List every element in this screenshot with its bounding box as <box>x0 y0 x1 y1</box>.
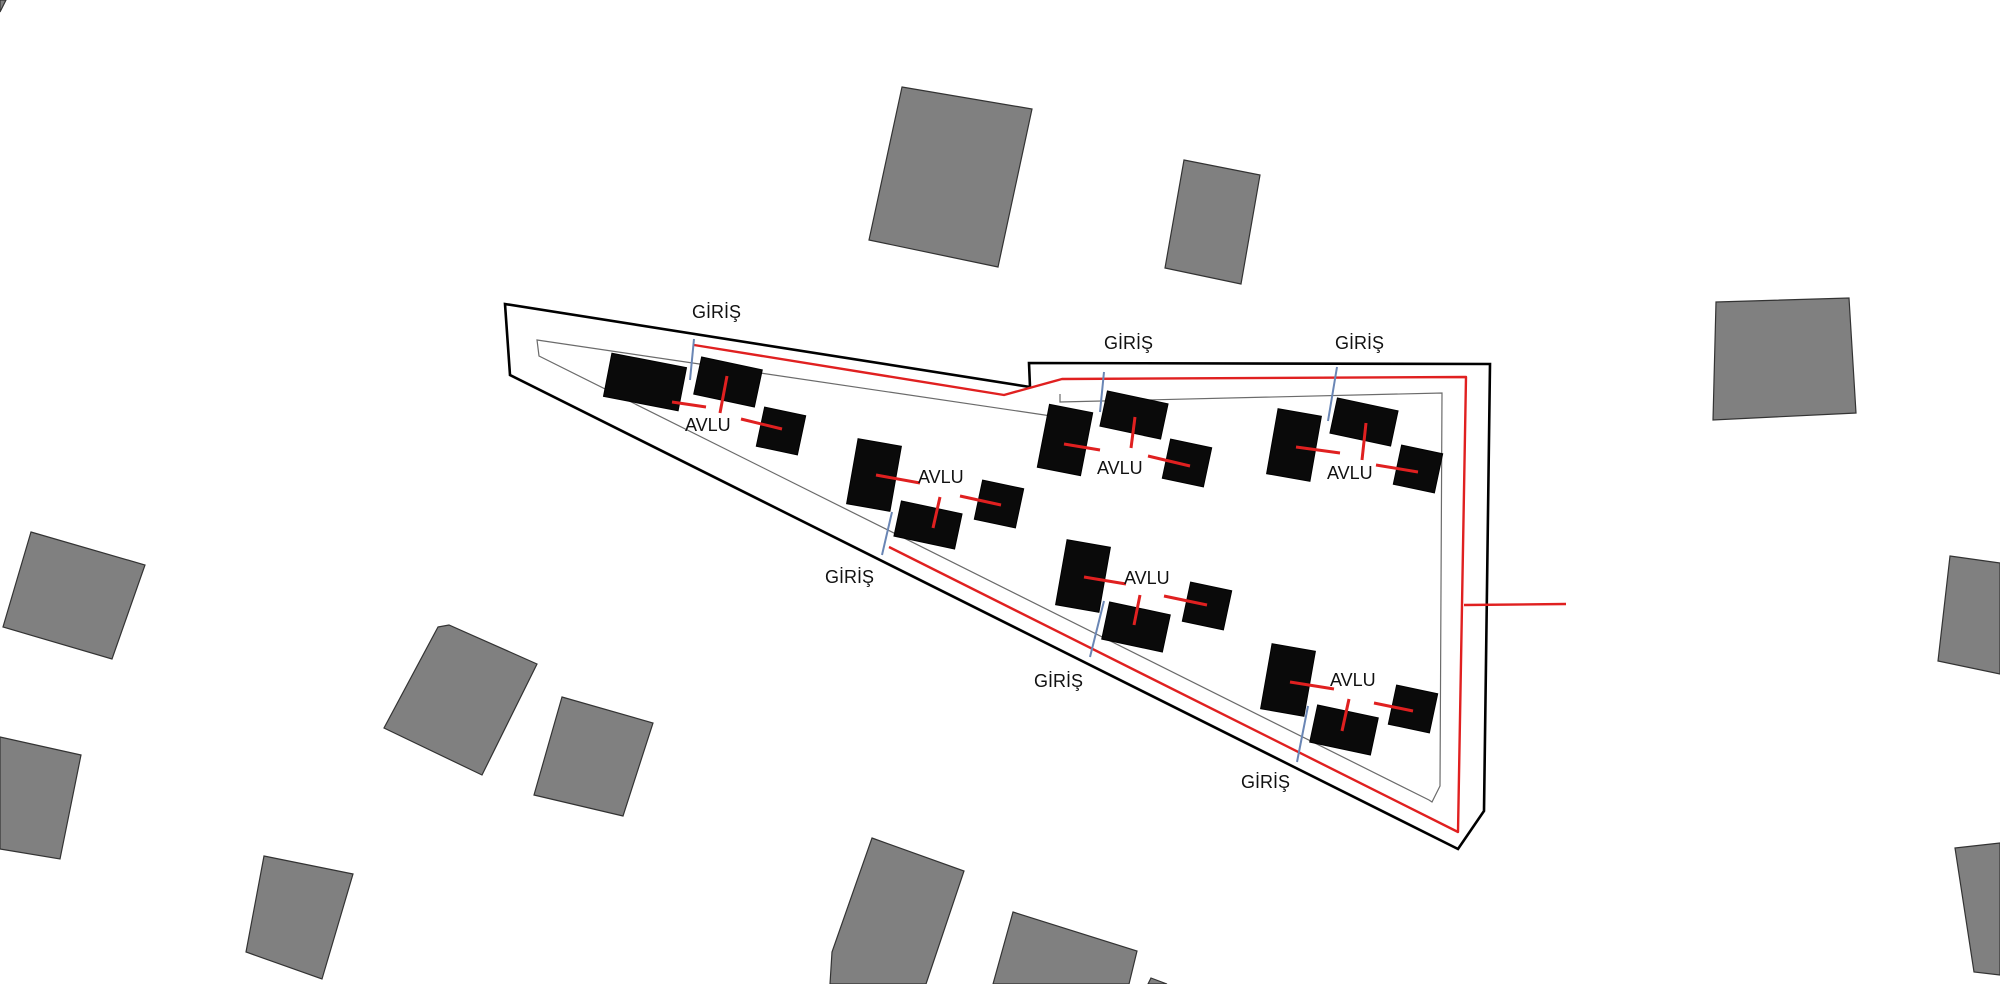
neighbor-building <box>1712 297 1857 421</box>
labels: GİRİŞ AVLU GİRİŞ AVLU GİRİŞ AVLU GİRİŞ A… <box>685 302 1384 792</box>
house-block <box>1329 397 1399 447</box>
courtyard-link <box>1063 442 1101 452</box>
house-block <box>1101 601 1171 653</box>
house-block <box>1309 704 1379 756</box>
neighbor-building <box>1147 977 1168 984</box>
circulation-path <box>693 343 1567 834</box>
neighbor-building <box>533 696 654 817</box>
entrance-label: GİRİŞ <box>1241 772 1290 792</box>
plot-boundary <box>503 302 1492 851</box>
entrance-label: GİRİŞ <box>825 567 874 587</box>
courtyard-label: AVLU <box>685 415 731 435</box>
neighbor-building <box>1164 159 1261 285</box>
entrance-marker <box>689 338 695 381</box>
entrance-label: GİRİŞ <box>1335 333 1384 353</box>
courtyard-link <box>931 496 942 529</box>
house-block <box>1036 403 1094 477</box>
courtyard-link <box>1147 454 1191 468</box>
courtyard-label: AVLU <box>1097 458 1143 478</box>
courtyard-label: AVLU <box>1330 670 1376 690</box>
entrance-marker <box>1099 371 1105 413</box>
courtyard-link <box>1295 445 1341 455</box>
courtyard-link <box>740 417 783 431</box>
courtyard-link <box>1132 594 1142 626</box>
courtyard-link <box>1163 594 1208 607</box>
courtyard-link <box>1289 680 1335 691</box>
courtyard-link <box>671 400 707 409</box>
neighbor-building <box>0 0 7 13</box>
inner-setback-line <box>536 339 1443 803</box>
courtyard-link <box>959 494 1002 507</box>
courtyard-label: AVLU <box>1327 463 1373 483</box>
house-blocks <box>602 352 1444 756</box>
neighbor-building <box>383 624 538 776</box>
circulation-main <box>693 343 1468 834</box>
house-block <box>1181 581 1233 631</box>
entrance-marker <box>1296 705 1309 763</box>
courtyard-links <box>671 375 1419 732</box>
neighbor-building <box>829 837 965 984</box>
courtyard-label: AVLU <box>1124 568 1170 588</box>
courtyard-link <box>718 375 729 414</box>
courtyard-link <box>1129 416 1137 449</box>
neighbor-building <box>0 736 82 860</box>
entrance-label: GİRİŞ <box>1034 671 1083 691</box>
house-block <box>755 406 807 456</box>
entrance-markers <box>689 338 1338 763</box>
house-block <box>1161 438 1213 488</box>
house-block <box>693 356 763 408</box>
circulation-branch <box>1463 602 1567 607</box>
entrance-marker <box>1089 600 1105 658</box>
neighbor-building <box>868 86 1033 268</box>
entrance-label: GİRİŞ <box>1104 333 1153 353</box>
entrance-marker <box>1327 366 1338 422</box>
house-block <box>1099 390 1169 440</box>
courtyard-label: AVLU <box>918 467 964 487</box>
house-block <box>893 500 963 550</box>
house-block <box>602 352 688 412</box>
courtyard-link <box>875 473 921 485</box>
house-block <box>1387 684 1439 734</box>
neighbor-building <box>992 911 1138 984</box>
neighbor-building <box>245 855 354 980</box>
courtyard-link <box>1375 463 1419 474</box>
courtyard-link <box>1083 575 1127 586</box>
neighbor-building <box>1954 842 2000 976</box>
courtyard-link <box>1373 701 1414 713</box>
neighbor-building <box>1937 555 2000 675</box>
courtyard-link <box>1340 698 1351 732</box>
house-block <box>1392 444 1444 494</box>
entrance-marker <box>881 511 893 556</box>
entrance-label: GİRİŞ <box>692 302 741 322</box>
neighbor-building <box>2 531 146 660</box>
courtyard-link <box>1360 422 1368 461</box>
